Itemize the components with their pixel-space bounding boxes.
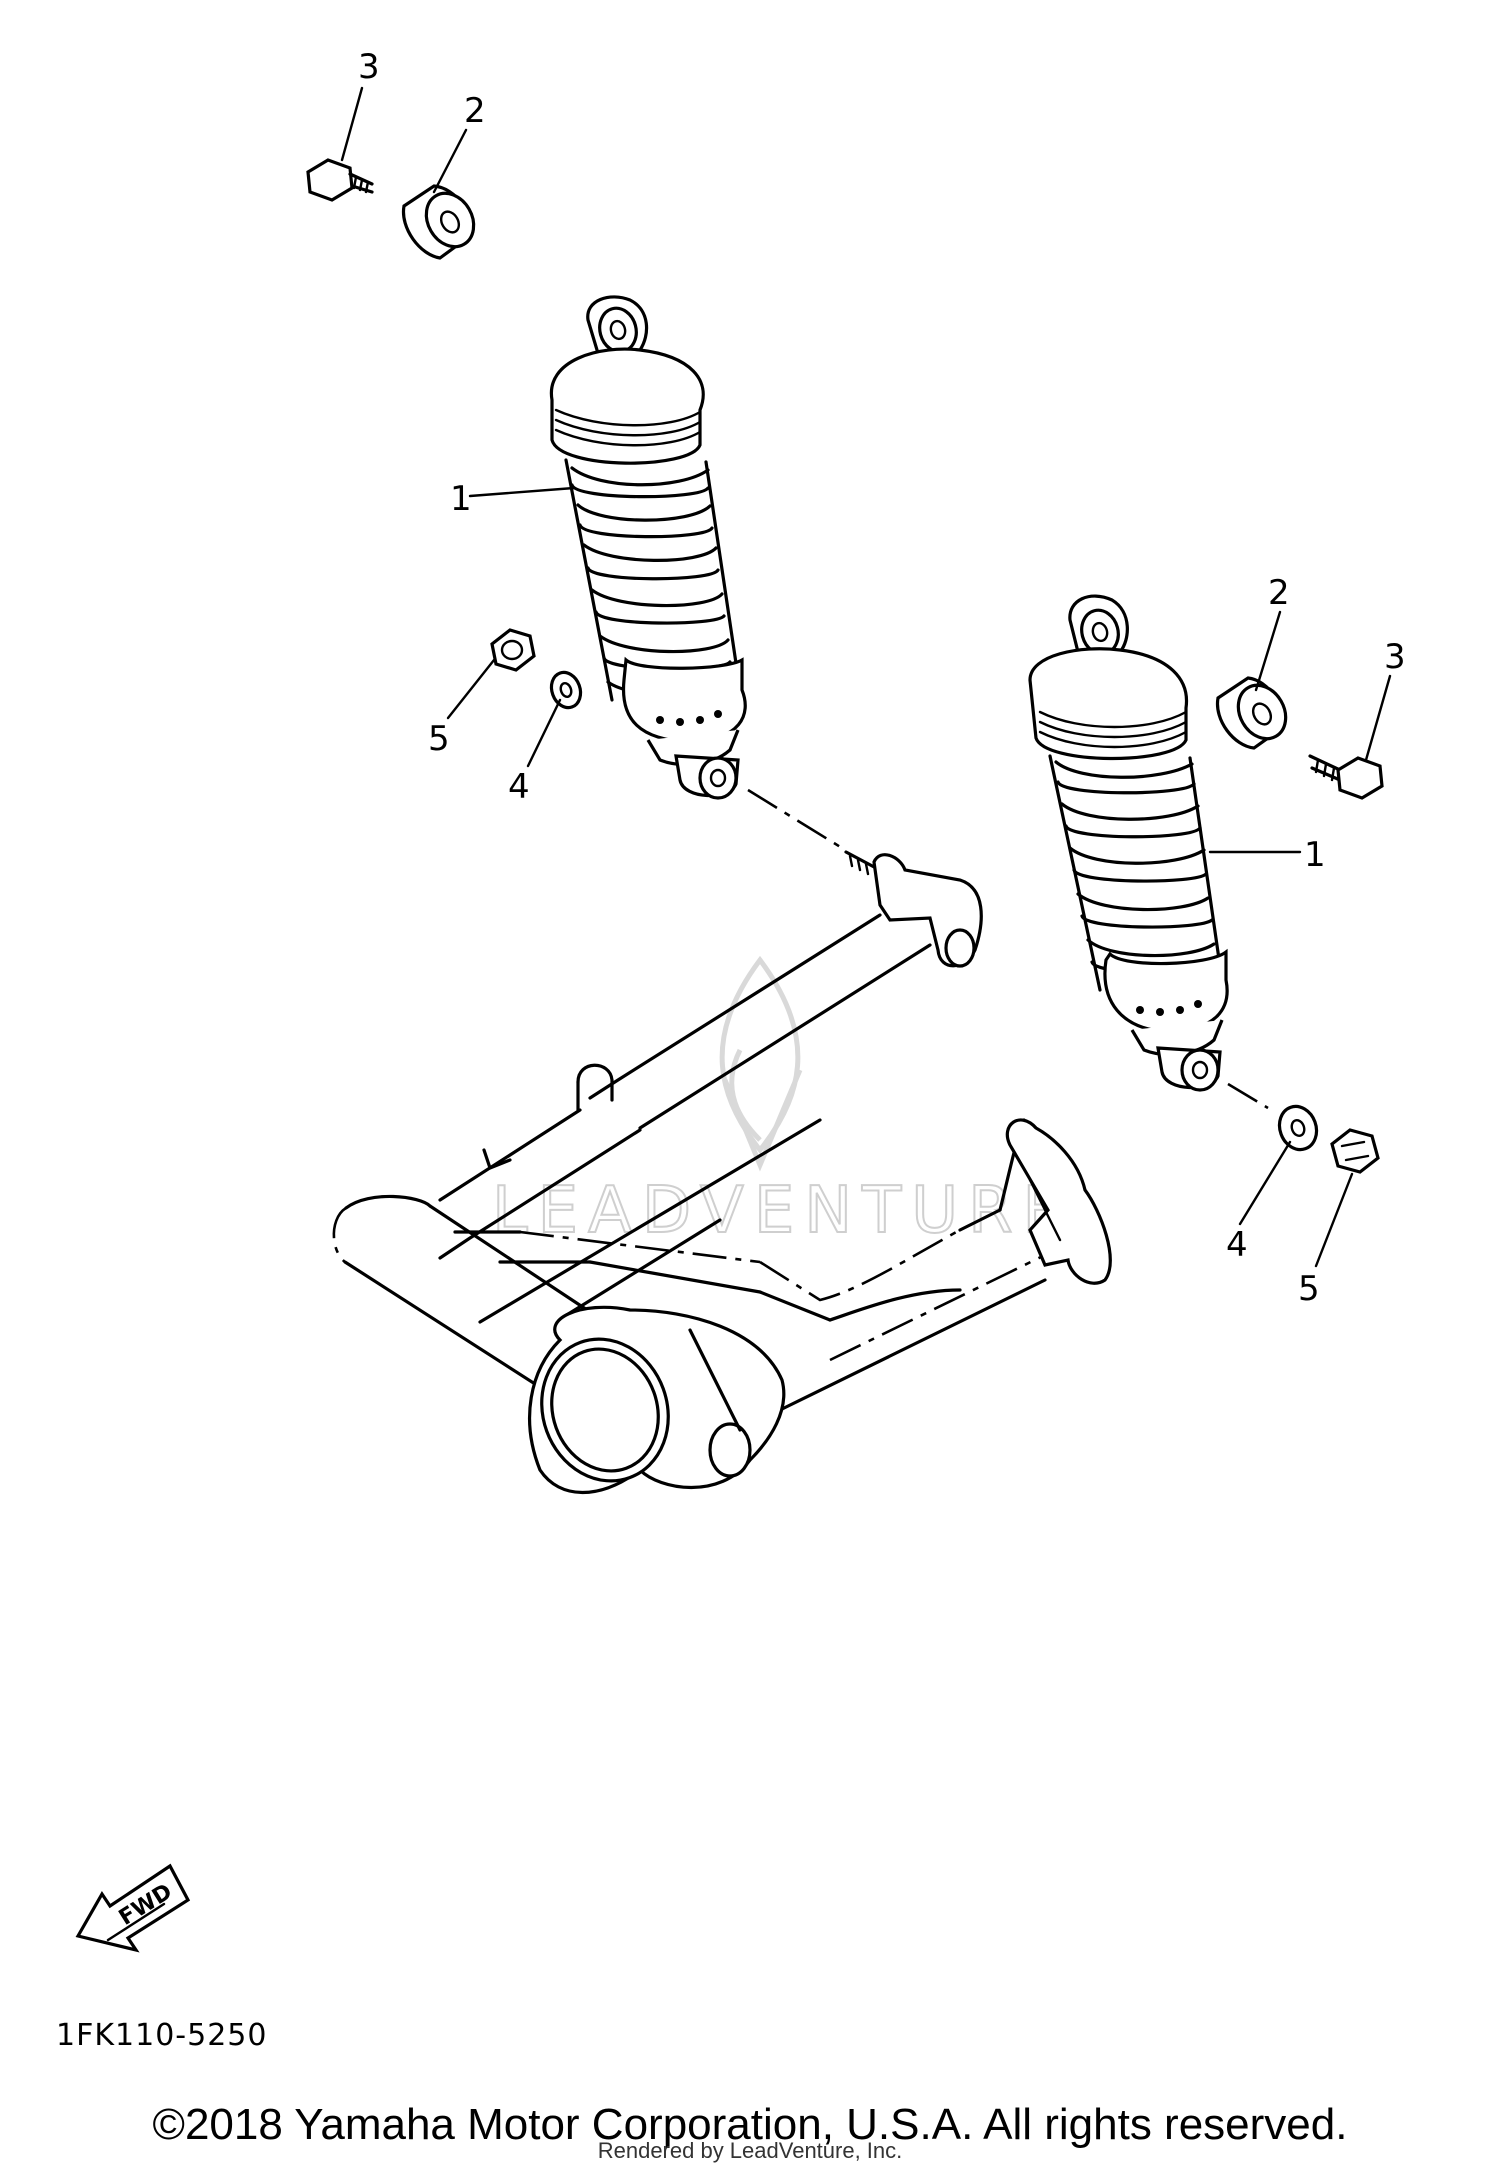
callout-5-right: 5 xyxy=(1298,1269,1320,1309)
shock-absorber-left xyxy=(549,295,747,800)
leadventure-watermark: LEADVENTURE xyxy=(491,955,1073,1249)
nut-right xyxy=(1330,1128,1380,1174)
callout-2-right: 2 xyxy=(1268,573,1290,613)
collar-right xyxy=(1215,676,1288,750)
callout-4-left: 4 xyxy=(508,767,530,807)
callout-1-left: 1 xyxy=(450,479,472,519)
diagram-reference-code: 1FK110-5250 xyxy=(56,2018,268,2053)
callout-3-right: 3 xyxy=(1384,637,1406,677)
callout-leaders xyxy=(340,86,1392,1268)
callout-numbers: 3 2 1 5 4 2 3 1 4 5 xyxy=(358,47,1406,1309)
bolt-right xyxy=(1308,754,1384,800)
callout-5-left: 5 xyxy=(428,719,450,759)
assembly-line-right xyxy=(1227,1082,1269,1110)
assembly-line-left xyxy=(747,788,843,850)
washer-left xyxy=(549,670,583,710)
watermark-text: LEADVENTURE xyxy=(492,1174,1073,1248)
callout-4-right: 4 xyxy=(1226,1225,1248,1265)
swingarm xyxy=(332,850,1112,1495)
callout-3-top-left: 3 xyxy=(358,47,380,87)
washer-right xyxy=(1277,1104,1319,1152)
rendered-by-notice: Rendered by LeadVenture, Inc. xyxy=(597,2138,903,2163)
bolt-top-left xyxy=(306,158,374,202)
forward-direction-arrow: FWD xyxy=(75,1863,191,1953)
copyright-notice: ©2018 Yamaha Motor Corporation, U.S.A. A… xyxy=(152,2100,1348,2149)
collar-top-left xyxy=(401,184,476,260)
callout-2-top-left: 2 xyxy=(464,91,486,131)
callout-1-right: 1 xyxy=(1304,835,1326,875)
shock-absorber-right xyxy=(1028,594,1229,1092)
nut-left xyxy=(490,628,536,672)
